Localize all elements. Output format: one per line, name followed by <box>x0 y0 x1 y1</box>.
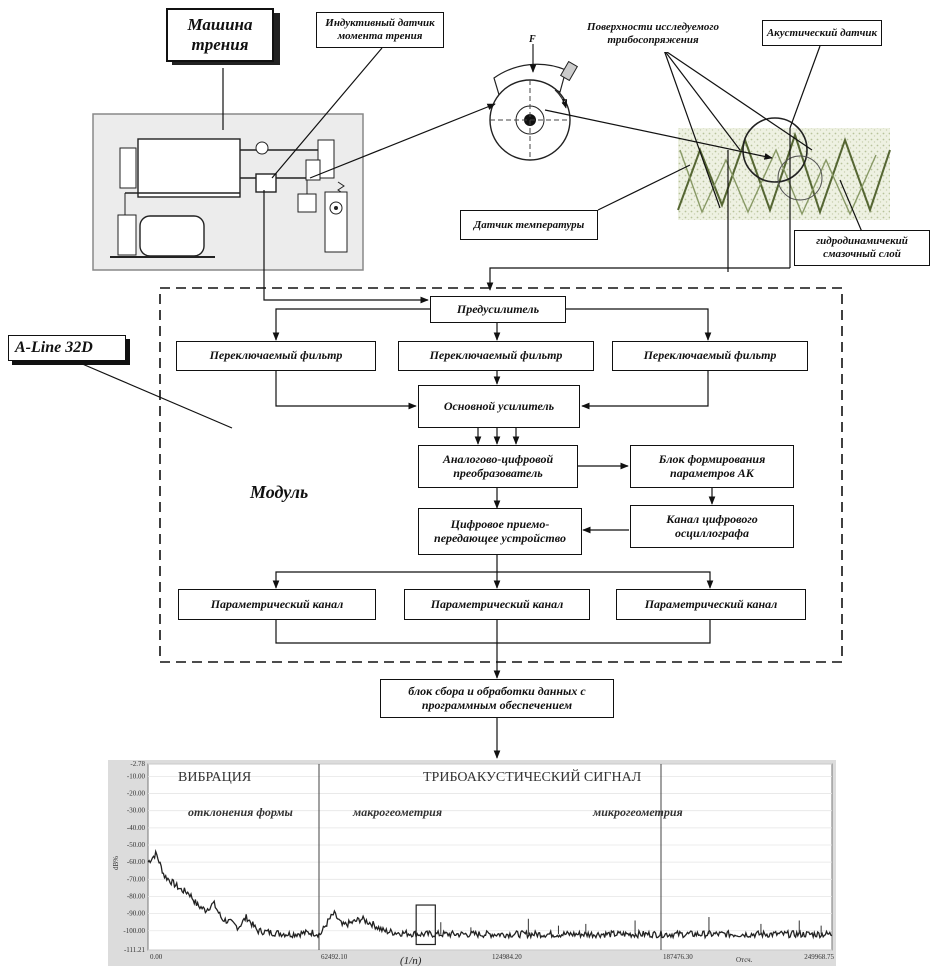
section-title-vibration: ВИБРАЦИЯ <box>178 770 251 785</box>
marker-label: (1/n) <box>400 955 422 966</box>
friction-machine-label: Машина трения <box>166 8 274 62</box>
filter-left-block: Переключаемый фильтр <box>176 341 376 371</box>
ak-params-block: Блок формирования параметров АК <box>630 445 794 488</box>
adc-block: Аналогово-цифровой преобразователь <box>418 445 578 488</box>
data-unit-block: блок сбора и обработки данных с программ… <box>380 679 614 718</box>
module-label: Модуль <box>250 482 309 502</box>
lubricant-layer-drawing <box>677 117 891 220</box>
param-right-block: Параметрический канал <box>616 589 806 620</box>
friction-machine-drawing <box>92 113 364 271</box>
preamp-block: Предусилитель <box>430 296 566 323</box>
x-axis-label: Отсч. <box>736 956 753 964</box>
region-label-shape: отклонения формы <box>188 805 293 819</box>
block-connectors <box>272 308 716 759</box>
filter-center-block: Переключаемый фильтр <box>398 341 594 371</box>
param-center-block: Параметрический канал <box>404 589 590 620</box>
param-left-block: Параметрический канал <box>178 589 376 620</box>
acoustic-sensor-label: Акустический датчик <box>762 20 882 46</box>
y-axis-label: dB% <box>112 856 120 870</box>
rotation-label: n <box>562 96 568 107</box>
tribo-couple-drawing <box>489 44 579 161</box>
window-marker <box>415 904 436 946</box>
x-tick-label: 187476.30 <box>663 953 693 961</box>
x-tick-label: 62492.10 <box>321 953 348 961</box>
y-tick-label: -70.00 <box>127 875 146 883</box>
signal-line <box>147 848 833 940</box>
y-tick-label: -100.00 <box>123 927 145 935</box>
y-tick-label: -30.00 <box>127 807 146 815</box>
transceiver-block: Цифровое приемо-передающее устройство <box>418 508 582 555</box>
aline-label: A-Line 32D <box>8 335 126 361</box>
filter-right-block: Переключаемый фильтр <box>612 341 808 371</box>
region-label-micro: микрогеометрия <box>592 805 683 819</box>
y-tick-label: -40.00 <box>127 824 146 832</box>
force-label: F <box>529 34 536 45</box>
hydro-layer-label: гидродинамичекий смазочный слой <box>794 230 930 266</box>
section-title-triboacoustic: ТРИБОАКУСТИЧЕСКИЙ СИГНАЛ <box>423 768 642 785</box>
x-tick-label: 124984.20 <box>492 953 522 961</box>
x-tick-label: 0.00 <box>150 953 163 961</box>
main-amp-block: Основной усилитель <box>418 385 580 428</box>
surfaces-label: Поверхности исследуемого трибосопряжения <box>558 16 748 52</box>
y-tick-label: -111.21 <box>124 946 146 954</box>
y-tick-label: -80.00 <box>127 892 146 900</box>
y-tick-label: -90.00 <box>127 910 146 918</box>
y-tick-label: -50.00 <box>127 841 146 849</box>
oscillograph-block: Канал цифрового осциллографа <box>630 505 794 548</box>
y-tick-label: -20.00 <box>127 790 146 798</box>
y-tick-label: -2.78 <box>130 760 145 768</box>
y-tick-label: -60.00 <box>127 858 146 866</box>
y-tick-label: -10.00 <box>127 772 146 780</box>
inductive-sensor-label: Индуктивный датчик момента трения <box>316 12 444 48</box>
region-label-macro: макрогеометрия <box>352 805 442 819</box>
temperature-sensor-label: Датчик температуры <box>460 210 598 240</box>
triboacoustic-chart: -2.78 -10.00 -20.00 -30.00 -40.00 -50.00 -60.0… <box>108 760 836 966</box>
x-tick-label: 249968.75 <box>804 953 834 961</box>
